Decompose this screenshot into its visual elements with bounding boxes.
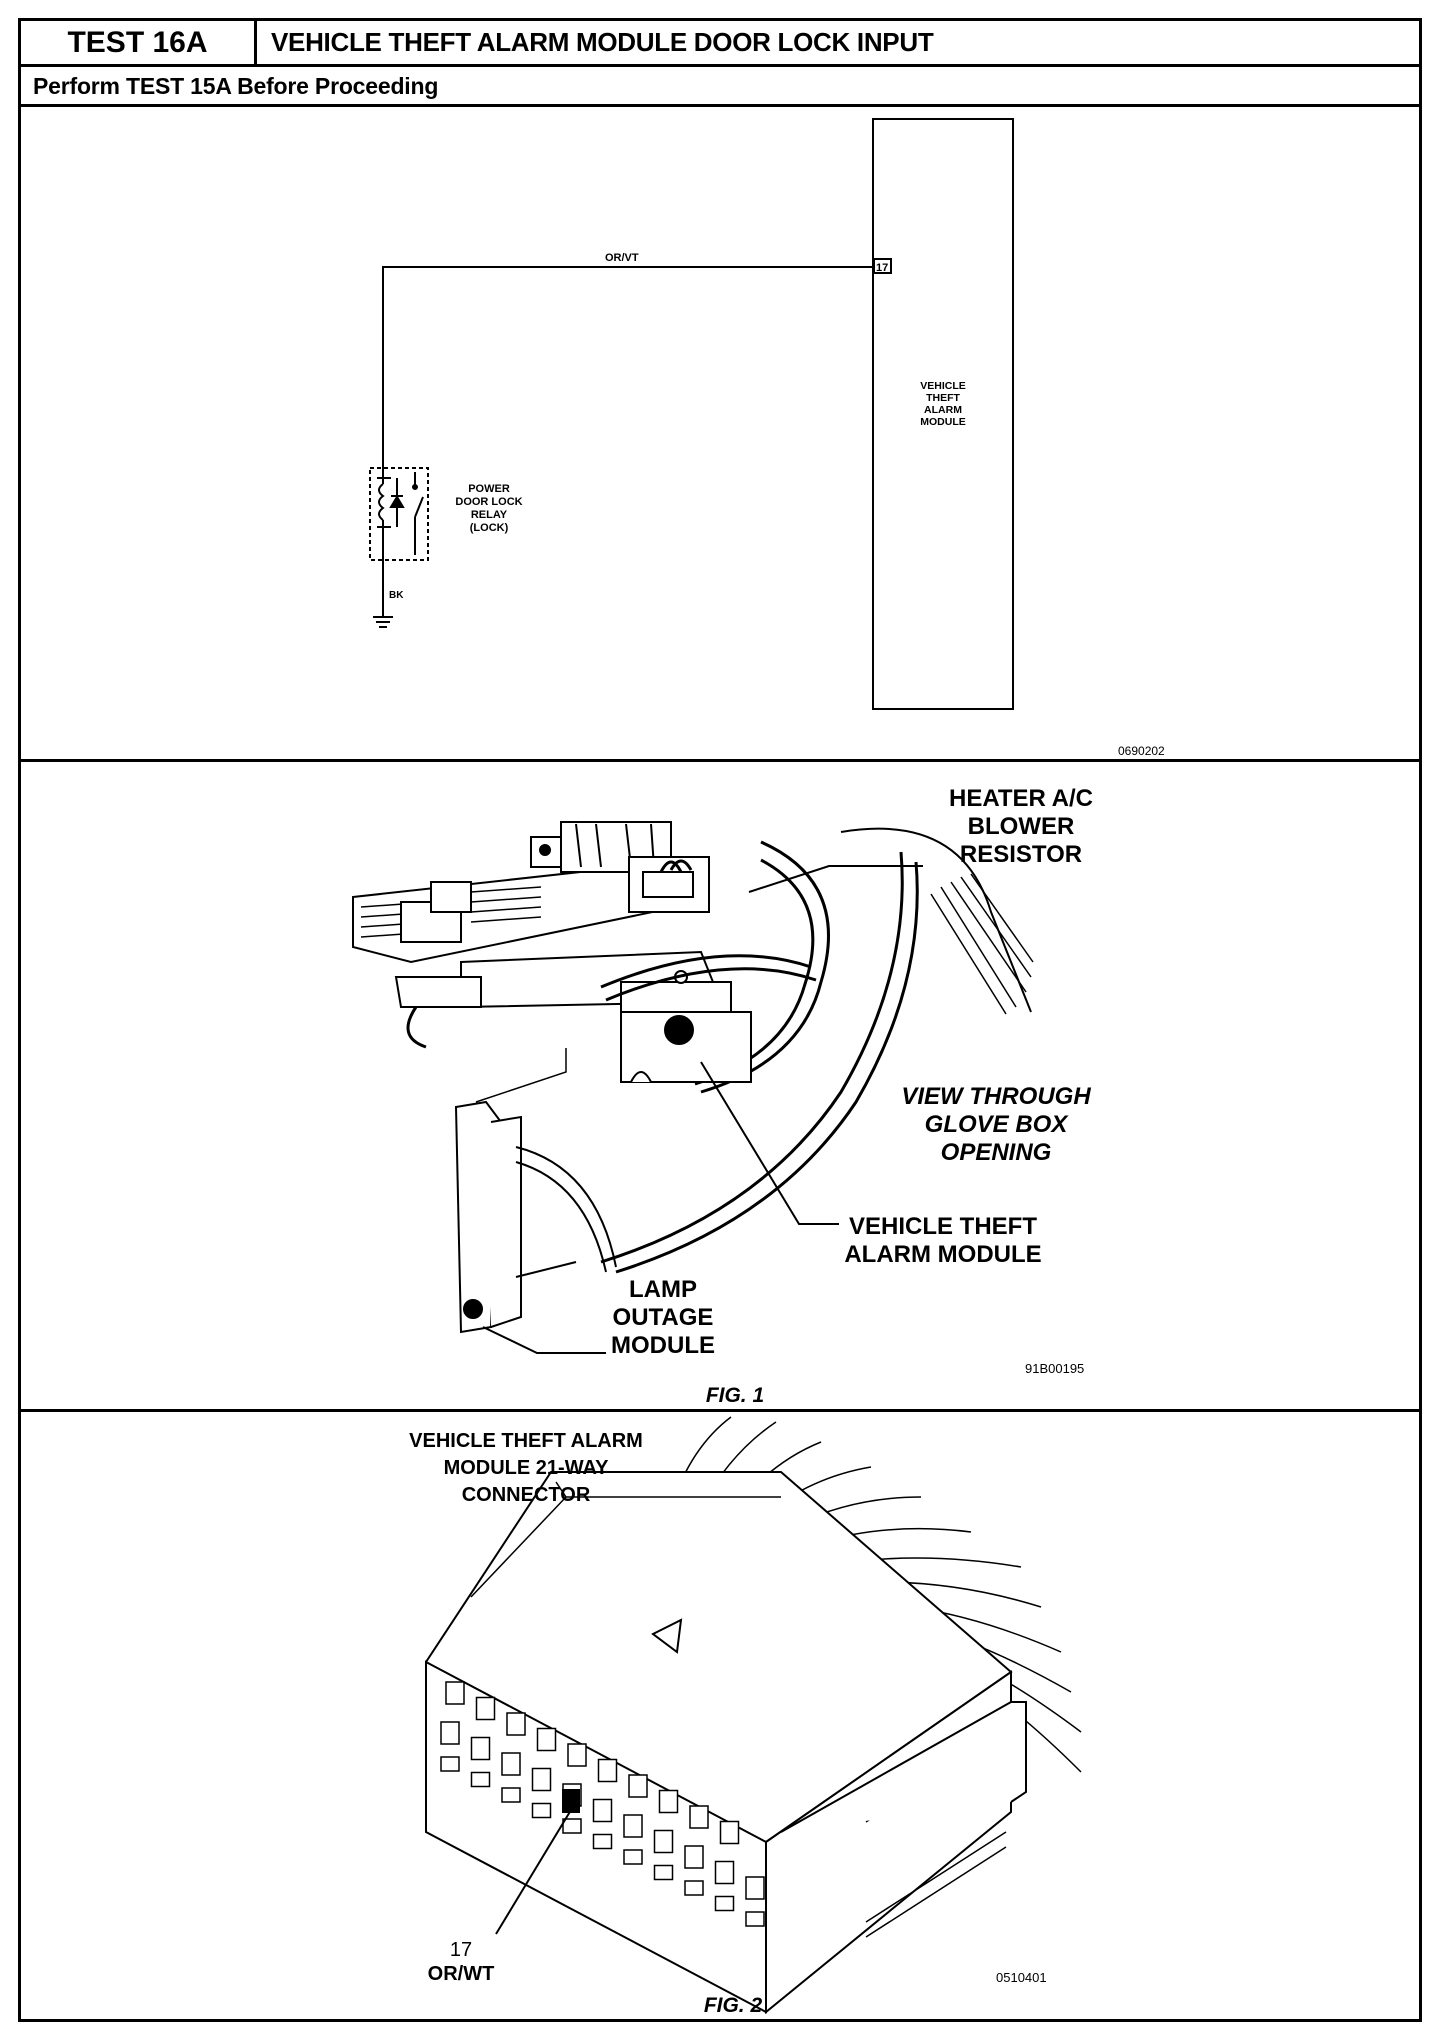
relay-label-line-3: RELAY: [471, 509, 508, 521]
connector-cavity: [628, 1774, 648, 1798]
module-label-line-4: MODULE: [920, 416, 966, 428]
module-label-line-2: THEFT: [926, 392, 960, 404]
or-vt-label: OR/VT: [605, 252, 639, 264]
figure-1-caption: FIG. 1: [706, 1384, 764, 1407]
connector-cavity: [714, 1860, 735, 1885]
blower-label-line-3: RESISTOR: [960, 841, 1082, 868]
theft-module-label-line-2: ALARM MODULE: [844, 1241, 1041, 1268]
module-label-line-3: ALARM: [924, 404, 962, 416]
connector-cavity: [689, 1805, 709, 1829]
theft-alarm-module-box: [872, 118, 1014, 710]
connector-cavity: [714, 1895, 735, 1912]
connector-cavity: [623, 1849, 643, 1865]
test-sheet: TEST 16A VEHICLE THEFT ALARM MODULE DOOR…: [18, 18, 1422, 2022]
pin-callout-number: 17: [450, 1939, 472, 1961]
connector-label-line-3: CONNECTOR: [462, 1484, 591, 1506]
relay-label-line-1: POWER: [468, 483, 510, 495]
blower-label-line-2: BLOWER: [968, 813, 1075, 840]
figure-1-illustration: HEATER A/C BLOWER RESISTOR VIEW THROUGH …: [352, 785, 1093, 1407]
schematic-panel: OR/VT 17 VEHICLE THEFT ALARM MODULE POWE…: [21, 107, 1419, 762]
relay-box: [369, 467, 429, 561]
connector-cavity: [623, 1814, 643, 1838]
figure-2-code: 0510401: [996, 1970, 1047, 1985]
connector-cavity: [531, 1767, 552, 1792]
pin-17-leader: [495, 1809, 572, 1935]
connector-cavity: [745, 1876, 765, 1900]
pin-17-label: 17: [876, 262, 888, 274]
right-wire-harness: [840, 827, 1034, 1015]
figure-1-panel: HEATER A/C BLOWER RESISTOR VIEW THROUGH …: [21, 762, 1419, 1412]
wiring-schematic: OR/VT 17 VEHICLE THEFT ALARM MODULE POWE…: [369, 118, 1165, 758]
schematic-figure-code: 0690202: [1118, 744, 1165, 758]
lamp-outage-module-shape: [454, 1100, 617, 1334]
figure-2-illustration: VEHICLE THEFT ALARM MODULE 21-WAY CONNEC…: [409, 1416, 1082, 2016]
prerequisite-text: Perform TEST 15A Before Proceeding: [33, 73, 439, 99]
figure-2-panel: VEHICLE THEFT ALARM MODULE 21-WAY CONNEC…: [21, 1412, 1419, 2019]
connector-cavity: [475, 1696, 496, 1721]
relay-contacts: [412, 472, 424, 555]
connector-cavity: [592, 1798, 613, 1823]
connector-cavity: [440, 1756, 460, 1772]
connector-cavity: [592, 1833, 613, 1850]
prerequisite-row: Perform TEST 15A Before Proceeding: [21, 67, 1419, 107]
relay-diode: [389, 478, 405, 527]
connector-cavity: [536, 1727, 557, 1752]
connector-cavity: [470, 1771, 491, 1788]
connector-cavity: [501, 1752, 521, 1776]
view-note-line-3: OPENING: [941, 1139, 1052, 1166]
connector-cavity: [506, 1712, 526, 1736]
theft-module-leader: [700, 1061, 839, 1225]
relay-label-line-2: DOOR LOCK: [455, 496, 522, 508]
view-note-line-2: GLOVE BOX: [925, 1111, 1070, 1138]
theft-alarm-module-shape: [620, 1011, 752, 1083]
connector-cavity: [653, 1864, 674, 1881]
connector-cavity: [745, 1911, 765, 1927]
connector-cavity: [562, 1818, 582, 1834]
connector-cavity: [501, 1787, 521, 1803]
connector-label-line-2: MODULE 21-WAY: [444, 1457, 610, 1479]
figure-2-caption: FIG. 2: [704, 1994, 763, 2016]
connector-cavity: [470, 1736, 491, 1761]
test-id: TEST 16A: [21, 21, 257, 64]
pin-17-highlight: [562, 1789, 580, 1813]
connector-cavity: [440, 1721, 460, 1745]
or-vt-wire: [382, 266, 874, 468]
theft-module-label-line-1: VEHICLE THEFT: [849, 1213, 1037, 1240]
lamp-outage-label-line-1: LAMP: [629, 1276, 697, 1303]
latch-icon: [651, 1618, 683, 1654]
lamp-outage-leader: [482, 1326, 606, 1354]
bk-label: BK: [389, 590, 404, 601]
relay-label-line-4: (LOCK): [470, 522, 509, 534]
blower-resistor-leader: [748, 865, 923, 893]
connector-cavity: [445, 1681, 465, 1705]
header-row: TEST 16A VEHICLE THEFT ALARM MODULE DOOR…: [21, 21, 1419, 67]
connector-cavities: [440, 1681, 765, 1927]
pin-callout-color: OR/WT: [428, 1963, 495, 1985]
connector-cavity: [567, 1743, 587, 1767]
connector-cavity: [658, 1789, 679, 1814]
braided-conduit: [600, 840, 919, 1274]
connector-cavity: [597, 1758, 618, 1783]
lamp-outage-label-line-3: MODULE: [611, 1332, 715, 1359]
module-label-line-1: VEHICLE: [920, 380, 966, 392]
test-title: VEHICLE THEFT ALARM MODULE DOOR LOCK INP…: [271, 27, 934, 57]
relay-coil: [377, 468, 391, 560]
main-wire-harness: [352, 821, 703, 964]
blower-label-line-1: HEATER A/C: [949, 785, 1093, 812]
jumper-wire: [475, 1048, 567, 1103]
connector-cavity: [684, 1880, 704, 1896]
connector-cavity: [719, 1820, 740, 1845]
blower-resistor-shape: [628, 856, 710, 913]
connector-cavity: [531, 1802, 552, 1819]
connector-label-line-1: VEHICLE THEFT ALARM: [409, 1430, 643, 1452]
connector-cavity: [684, 1845, 704, 1869]
connector-cavity: [653, 1829, 674, 1854]
view-note-line-1: VIEW THROUGH: [901, 1083, 1091, 1110]
figure-1-code: 91B00195: [1025, 1361, 1084, 1376]
ground-icon: [373, 616, 393, 628]
lamp-outage-label-line-2: OUTAGE: [613, 1304, 714, 1331]
